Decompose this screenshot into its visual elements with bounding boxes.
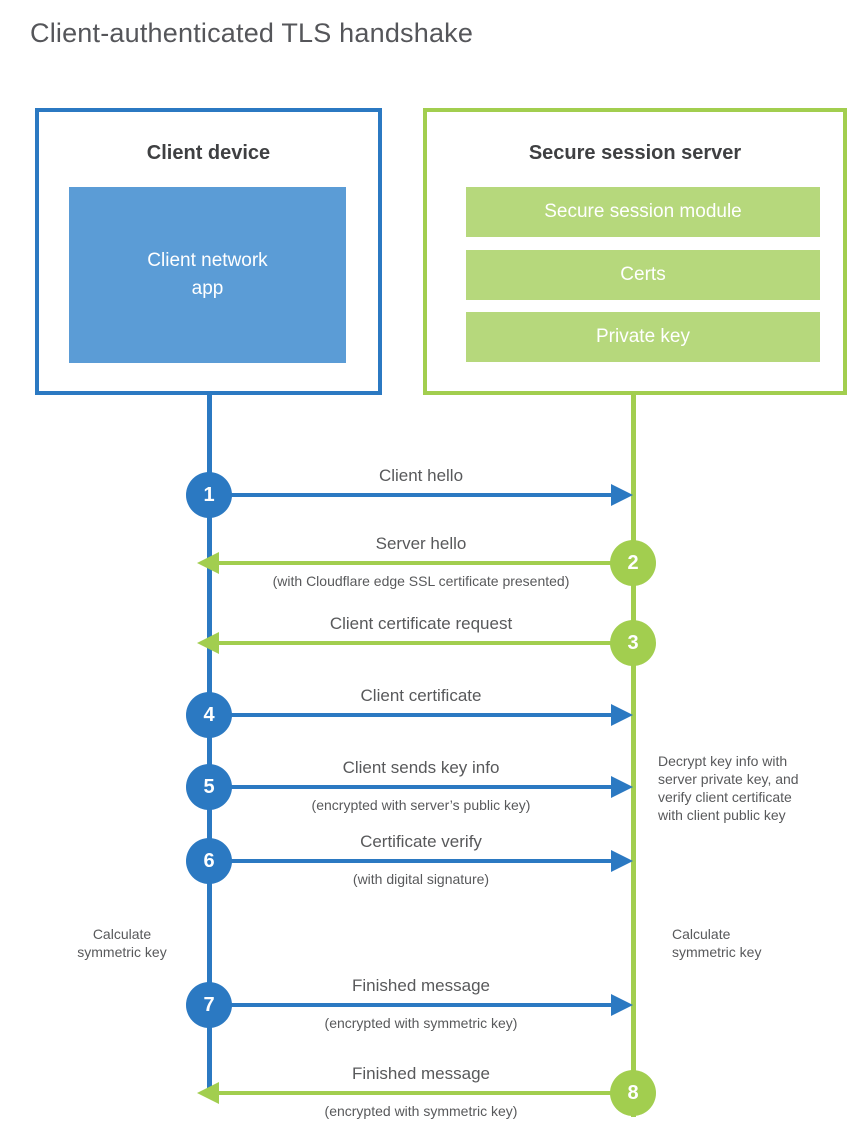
- step-7-badge: 7: [186, 982, 232, 1028]
- step-8-arrow: [218, 1091, 633, 1095]
- step-1-label: Client hello: [378, 466, 464, 485]
- secure-session-server-box: Secure session server Secure session mod…: [423, 108, 847, 395]
- server-module-secure-session: Secure session module: [466, 187, 820, 237]
- step-6-badge: 6: [186, 838, 232, 884]
- page-title: Client-authenticated TLS handshake: [30, 18, 474, 48]
- step-2-badge: 2: [610, 540, 656, 586]
- step-5-sublabel: (encrypted with server’s public key): [311, 797, 531, 813]
- step-4-arrow: [209, 713, 613, 717]
- step-5-label: Client sends key info: [342, 758, 500, 777]
- step-7-sublabel: (encrypted with symmetric key): [324, 1015, 518, 1031]
- step-3-arrow: [218, 641, 633, 645]
- step-1-arrow: [209, 493, 613, 497]
- step-8-arrowhead-icon: [197, 1082, 219, 1104]
- step-2-sublabel: (with Cloudflare edge SSL certificate pr…: [272, 573, 570, 589]
- step-4-label: Client certificate: [360, 686, 482, 705]
- step-3-label: Client certificate request: [329, 614, 513, 633]
- server-title: Secure session server: [528, 142, 742, 164]
- calculate-symmetric-key-server-note: Calculate symmetric key: [672, 926, 762, 960]
- server-module-private-key: Private key: [466, 312, 820, 362]
- step-4-arrowhead-icon: [611, 704, 633, 726]
- client-lifeline: [207, 394, 212, 1095]
- step-7-arrowhead-icon: [611, 994, 633, 1016]
- step-8-label: Finished message: [352, 1064, 490, 1083]
- step-5-arrow: [209, 785, 613, 789]
- server-lifeline: [631, 394, 636, 1117]
- client-device-title: Client device: [146, 142, 271, 164]
- step-4-badge: 4: [186, 692, 232, 738]
- client-device-box: Client device Client network app: [35, 108, 382, 395]
- step-2-arrowhead-icon: [197, 552, 219, 574]
- server-module-certs: Certs: [466, 250, 820, 300]
- step-6-sublabel: (with digital signature): [352, 871, 490, 887]
- step-3-badge: 3: [610, 620, 656, 666]
- client-network-app-box: Client network app: [69, 187, 346, 363]
- decrypt-key-note: Decrypt key info with server private key…: [658, 753, 799, 823]
- step-2-label: Server hello: [375, 534, 467, 553]
- step-5-badge: 5: [186, 764, 232, 810]
- step-6-arrowhead-icon: [611, 850, 633, 872]
- step-8-sublabel: (encrypted with symmetric key): [324, 1103, 518, 1119]
- step-8-badge: 8: [610, 1070, 656, 1116]
- step-2-arrow: [218, 561, 633, 565]
- step-7-arrow: [209, 1003, 613, 1007]
- step-1-badge: 1: [186, 472, 232, 518]
- step-1-arrowhead-icon: [611, 484, 633, 506]
- calculate-symmetric-key-client-note: Calculate symmetric key: [77, 926, 167, 960]
- step-7-label: Finished message: [352, 976, 490, 995]
- step-5-arrowhead-icon: [611, 776, 633, 798]
- step-6-label: Certificate verify: [360, 832, 482, 851]
- step-6-arrow: [209, 859, 613, 863]
- step-3-arrowhead-icon: [197, 632, 219, 654]
